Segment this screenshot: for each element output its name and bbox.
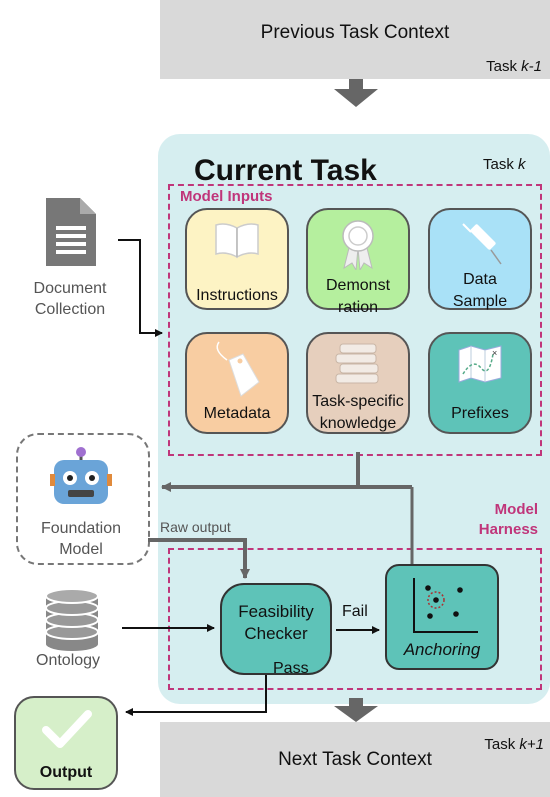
award-ribbon-icon [342,220,374,270]
metadata-label: Metadata [203,405,271,422]
anchoring-box [385,564,499,670]
data-sample-label-line1: Data [463,271,497,288]
model-inputs-region [168,184,542,456]
pass-label: Pass [273,660,309,677]
model-harness-label: Model Harness [478,501,538,538]
books-icon [335,343,379,384]
next-task-context: Next Task Context Task k+1 [160,722,550,797]
metadata-card: Metadata [185,332,289,434]
prefixes-label: Prefixes [451,405,509,422]
data-sample-label-line2: Sample [452,293,508,310]
tag-icon [216,341,260,397]
book-icon [215,223,259,259]
model-harness-region [168,548,542,690]
syringe-icon [462,223,502,265]
raw-output-label: Raw output [160,519,231,535]
prefixes-card: × Prefixes [428,332,532,434]
demonstration-label-line1: Demonst [325,277,391,294]
demonstration-label-line2: ration [337,299,379,316]
anchoring-label: Anchoring [403,640,481,659]
fail-label: Fail [342,603,368,620]
task-knowledge-label-line1: Task-specific [312,393,404,410]
ontology-label: Ontology [36,652,101,669]
demonstration-card: Demonst ration [306,208,410,316]
foundation-model-label: Foundation Model [40,520,122,558]
document-icon [46,198,96,266]
current-task-tag: Task k [483,156,526,173]
task-knowledge-label-line2: knowledge [319,415,397,432]
previous-task-context: Previous Task Context Task k-1 [160,0,550,79]
map-icon: × [458,345,502,383]
previous-task-title: Previous Task Context [260,22,450,43]
instructions-label: Instructions [196,287,278,304]
current-task-title: Current Task [194,154,377,187]
output-label: Output [39,764,93,781]
robot-icon [50,447,112,504]
arrow-down-icon [334,698,378,722]
instructions-card: Instructions [185,208,289,310]
checkmark-icon [42,710,92,748]
document-collection-label: Document Collection [33,280,107,318]
model-inputs-label: Model Inputs [180,188,273,205]
scatter-plot-icon [413,578,478,633]
previous-task-tag: Task k-1 [486,58,542,75]
data-sample-card: Data Sample [428,208,532,310]
task-knowledge-card: Task-specific knowledge [306,332,410,434]
feasibility-checker-box: Feasibility Checker [220,583,332,675]
next-task-tag: Task k+1 [484,736,544,753]
next-task-title: Next Task Context [278,749,432,770]
svg-text:×: × [492,348,497,358]
database-icon [45,588,99,651]
arrow-down-icon [334,79,378,107]
